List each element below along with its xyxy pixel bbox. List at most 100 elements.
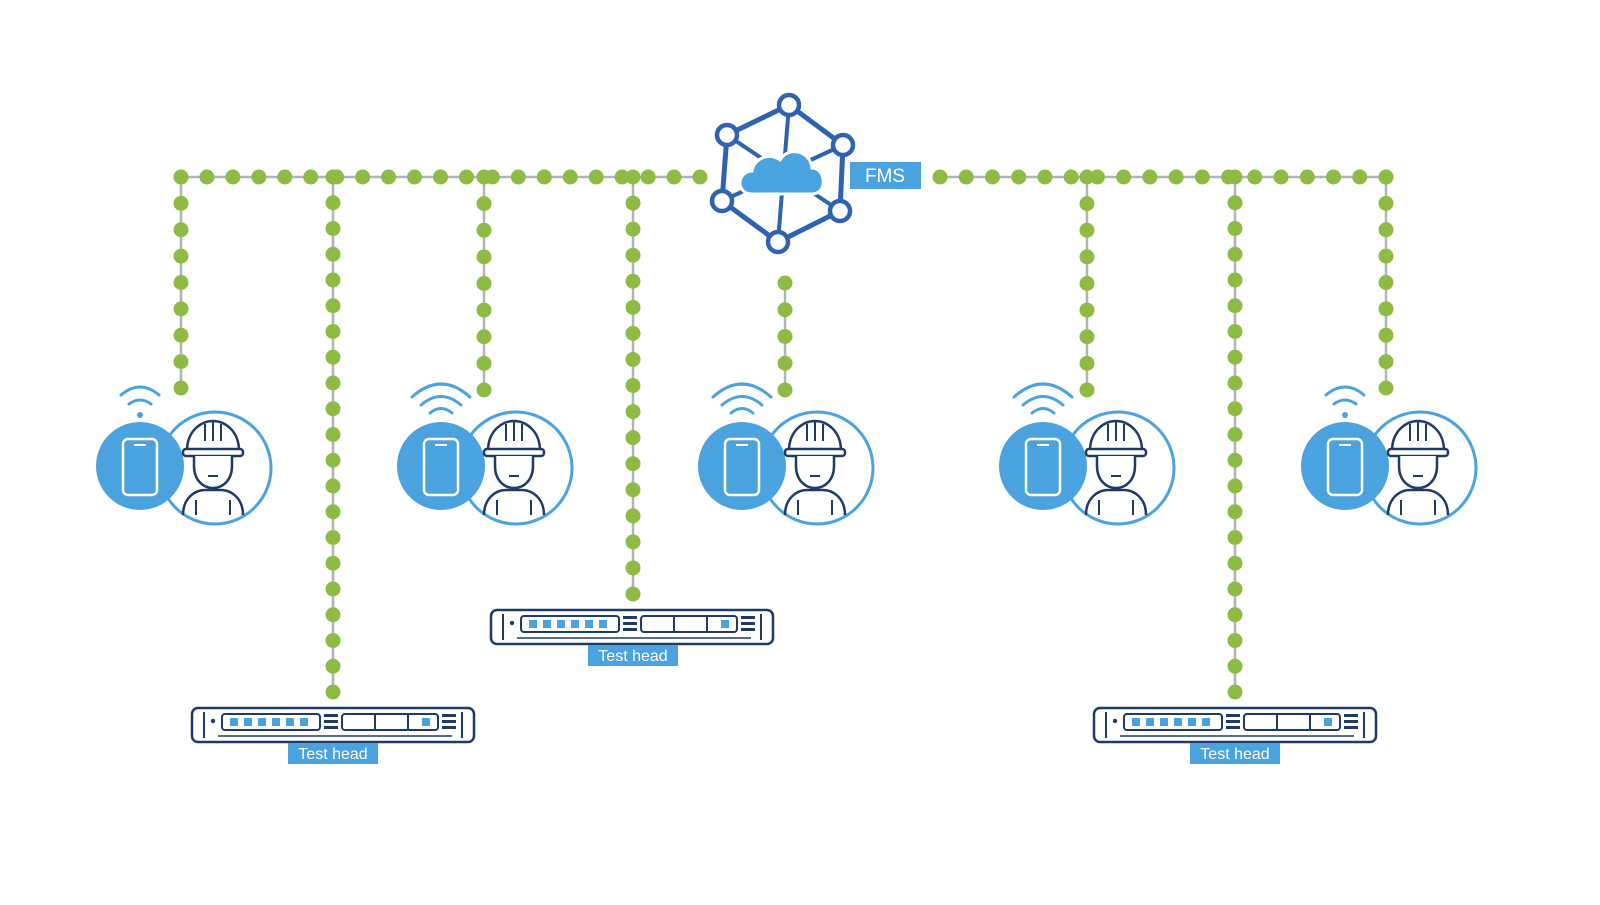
test-head-3: Test head (1092, 706, 1378, 764)
link-dot (625, 404, 641, 420)
link-dot (355, 169, 371, 185)
link-dot (251, 169, 267, 185)
cloud-network-hub-icon (709, 92, 856, 255)
link-dot (1227, 684, 1243, 700)
link-dot (1378, 248, 1394, 264)
link-dot (588, 169, 604, 185)
wifi-signal-icon (1012, 382, 1074, 415)
link-tech-4 (1079, 169, 1095, 398)
wifi-signal-icon (410, 382, 472, 415)
link-dot (625, 195, 641, 211)
link-dot (625, 430, 641, 446)
technician-with-phone-icon (1299, 410, 1478, 526)
link-dot (173, 222, 189, 238)
link-dot (625, 482, 641, 498)
link-dot (476, 276, 492, 291)
link-dot (1378, 354, 1394, 370)
link-dot (777, 302, 793, 318)
link-dot (458, 169, 474, 185)
link-dot (1378, 169, 1394, 185)
fms-hub: FMS (709, 92, 921, 255)
link-tech-2 (476, 169, 492, 398)
technician-2 (395, 382, 574, 526)
technician-1 (94, 385, 273, 526)
technician-with-phone-icon (997, 410, 1176, 526)
technician-with-phone-icon (395, 410, 574, 526)
fms-label-bg (850, 162, 921, 189)
link-dot (1227, 452, 1243, 468)
link-dot (1079, 196, 1095, 212)
link-dot (1011, 169, 1027, 185)
link-dot (476, 382, 492, 398)
link-dot (777, 355, 793, 371)
link-dot (1194, 169, 1210, 185)
test-head-label: Test head (598, 648, 667, 665)
link-dot (1227, 195, 1243, 211)
link-dot (1378, 275, 1394, 290)
link-dot (325, 427, 341, 442)
link-dot (1227, 272, 1243, 288)
link-dot (692, 169, 708, 185)
link-test-head-1 (325, 169, 341, 700)
link-dot (476, 222, 492, 238)
link-dot (666, 169, 682, 185)
link-dot (1142, 169, 1158, 185)
link-dot (325, 452, 341, 468)
rack-server-icon (489, 608, 775, 646)
link-dot (325, 246, 341, 262)
link-dot (958, 169, 974, 185)
link-dot (1079, 222, 1095, 238)
wifi-signal-icon (1324, 385, 1366, 420)
link-dot (1227, 221, 1243, 236)
link-dot (625, 456, 641, 472)
link-dot (1037, 169, 1053, 185)
link-dot (640, 169, 656, 185)
link-dot (1378, 380, 1394, 396)
link-dot (625, 508, 641, 524)
link-dot (173, 169, 189, 185)
link-dot (1227, 246, 1243, 262)
link-dot (1227, 324, 1243, 339)
test-head-label: Test head (298, 746, 367, 763)
wifi-signal-icon (711, 382, 773, 415)
link-dot (536, 169, 552, 185)
link-dot (625, 534, 641, 550)
link-dot (1227, 530, 1243, 545)
link-dot (625, 273, 641, 289)
technician-with-phone-icon (94, 410, 273, 526)
link-dot (173, 327, 189, 343)
technician-5 (1299, 385, 1478, 526)
link-dot (1089, 169, 1105, 185)
wifi-signal-icon (119, 385, 161, 420)
link-dot (325, 633, 341, 648)
test-head-1: Test head (190, 706, 476, 764)
technician-4 (997, 382, 1176, 526)
link-dot (325, 607, 341, 623)
link-dot (173, 195, 189, 211)
link-dot (625, 351, 641, 367)
link-tech-5 (1378, 169, 1394, 396)
link-dot (303, 169, 319, 185)
technician-with-phone-icon (696, 410, 875, 526)
link-dot (777, 275, 793, 291)
link-dot (476, 329, 492, 345)
link-dot (1227, 607, 1243, 623)
link-dot (325, 272, 341, 288)
link-dot (625, 221, 641, 237)
link-dot (225, 169, 241, 185)
link-dot (1079, 355, 1095, 371)
link-dot (325, 684, 341, 700)
link-dot (625, 247, 641, 263)
link-dot (1227, 375, 1243, 391)
link-dot (625, 169, 641, 185)
link-dot (407, 169, 423, 185)
link-test-head-3 (1227, 169, 1243, 700)
link-dot (277, 169, 293, 185)
link-bus-right (932, 169, 1394, 185)
link-dot (476, 169, 492, 185)
link-dot (932, 169, 948, 185)
link-dot (1227, 427, 1243, 442)
link-dot (1079, 329, 1095, 345)
link-dot (476, 302, 492, 318)
